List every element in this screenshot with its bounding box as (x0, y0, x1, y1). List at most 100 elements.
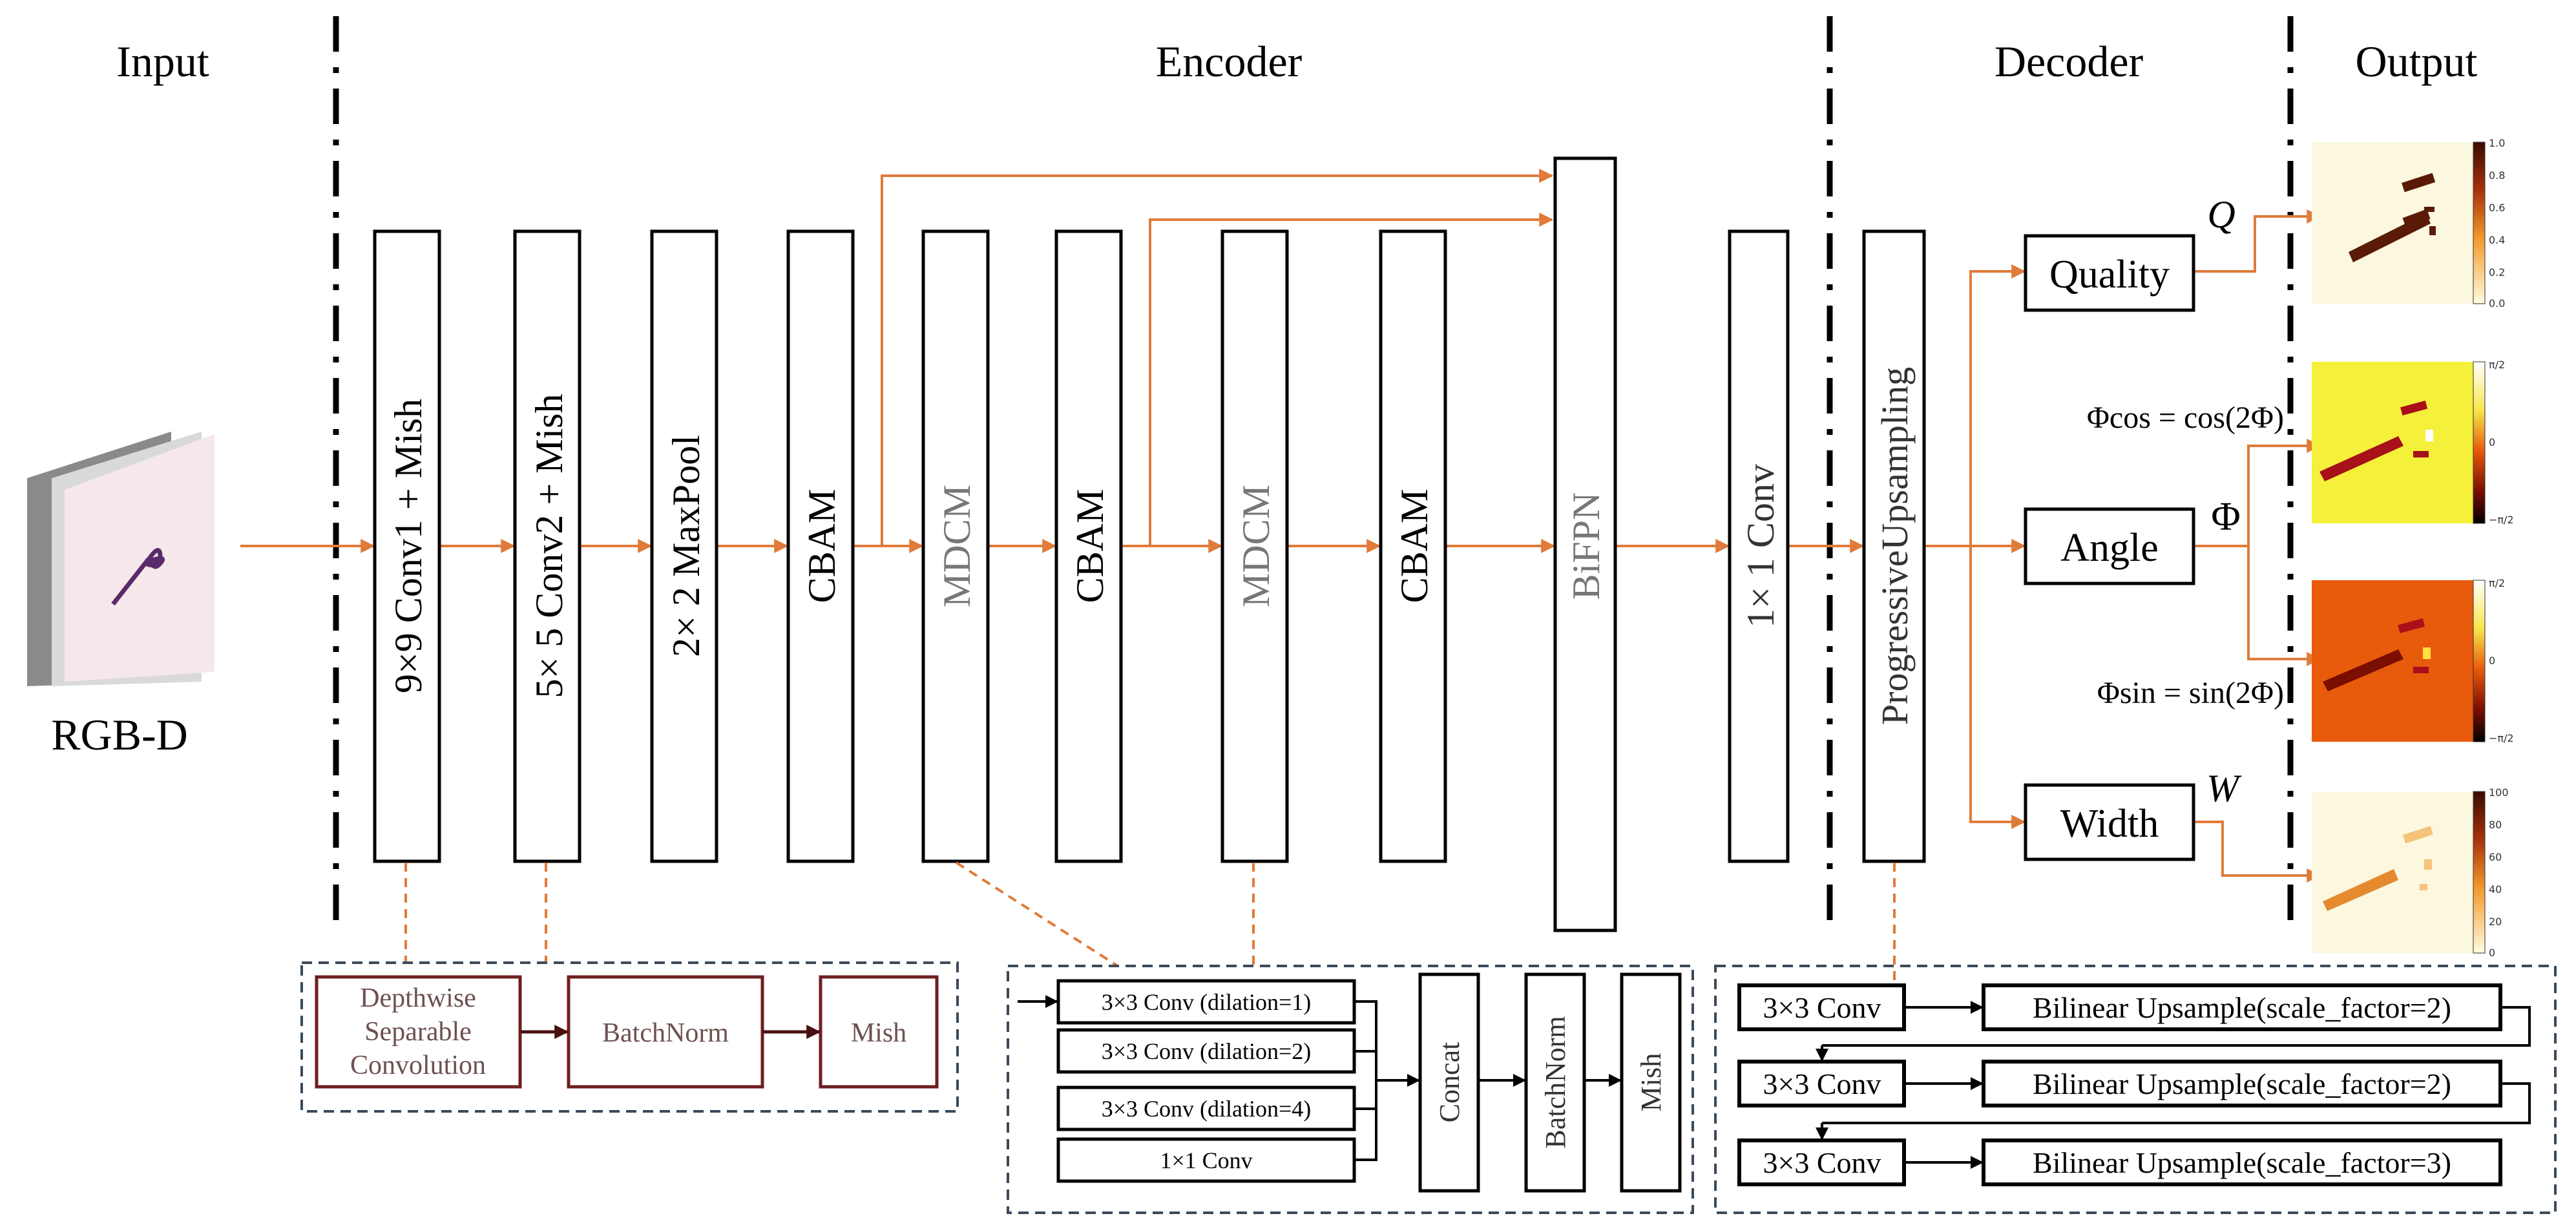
mdcm-batchnorm-box (1524, 972, 1586, 1193)
head-boxes (2024, 234, 2195, 861)
block-mdcm-1 (921, 229, 990, 863)
cb-quality-tick: 1.0 (2489, 137, 2505, 149)
cb-width-tick: 20 (2489, 916, 2502, 928)
section-input: Input (116, 37, 209, 86)
output-width-map (2312, 792, 2473, 953)
up-conv-1 (1737, 983, 1906, 1031)
symbol-w: W (2206, 767, 2242, 810)
label-mdcm-1: MDCM (936, 485, 978, 607)
detail-connectors (404, 861, 1896, 982)
block-maxpool (650, 229, 718, 863)
symbol-q: Q (2207, 193, 2235, 236)
label-conv2: 5× 5 Conv2 + Mish (528, 393, 571, 698)
cb-quality-tick: 0.6 (2489, 202, 2505, 214)
block-progressive-upsampling (1862, 229, 1926, 863)
up-conv-2-label: 3×3 Conv (1763, 1067, 1881, 1100)
section-encoder: Encoder (1156, 37, 1303, 86)
cb-width-tick: 40 (2489, 883, 2502, 896)
label-maxpool: 2× 2 MaxPool (665, 435, 707, 657)
block-cbam-1 (786, 229, 855, 863)
head-quality (2024, 234, 2195, 312)
label-progressive-upsampling: ProgressiveUpsampling (1874, 367, 1916, 725)
output-angle-sin-map (2312, 580, 2473, 742)
label-bifpn: BiFPN (1565, 492, 1607, 600)
mdcm-branch-1 (1056, 979, 1356, 1025)
block-cbam-2 (1054, 229, 1123, 863)
block-1x1-conv (1728, 229, 1790, 863)
cb-cos-tick: π/2 (2489, 359, 2505, 371)
up-conv-2 (1737, 1060, 1906, 1107)
cb-width-tick: 100 (2489, 786, 2509, 799)
block-mdcm-2 (1220, 229, 1289, 863)
dsc-line1: Depthwise (360, 983, 476, 1013)
colorbar-quality (2473, 142, 2486, 304)
label-1x1-conv: 1× 1 Conv (1739, 464, 1782, 628)
up-bilinear-2-label: Bilinear Upsample(scale_factor=2) (2033, 1067, 2451, 1100)
cb-quality-tick: 0.8 (2489, 169, 2505, 182)
up-conv-1-label: 3×3 Conv (1763, 991, 1881, 1024)
up-conv-3 (1737, 1138, 1906, 1186)
cb-width-tick: 0 (2489, 947, 2495, 959)
block-conv2 (513, 229, 581, 863)
up-bilinear-3-label: Bilinear Upsample(scale_factor=3) (2033, 1146, 2451, 1179)
head-angle-label: Angle (2060, 526, 2159, 570)
batchnorm-label: BatchNorm (602, 1018, 729, 1048)
batchnorm-box (567, 975, 764, 1089)
up-bilinear-2 (1982, 1060, 2502, 1107)
mdcm-detail-panel (1007, 965, 1694, 1214)
conv-detail-panel (300, 961, 959, 1113)
cb-quality-tick: 0.4 (2489, 234, 2505, 246)
mdcm-batchnorm-label: BatchNorm (1540, 1016, 1571, 1148)
main-flow-arrows (240, 169, 2321, 883)
section-dividers (333, 16, 2294, 930)
input-label: RGB-D (51, 710, 188, 759)
block-bifpn (1553, 156, 1617, 932)
up-conv-3-label: 3×3 Conv (1763, 1146, 1881, 1179)
mdcm-branch-2-label: 3×3 Conv (dilation=2) (1102, 1038, 1312, 1064)
mish-label: Mish (851, 1018, 906, 1048)
label-cbam-2: CBAM (1069, 489, 1111, 603)
dsc-line3: Convolution (350, 1051, 486, 1080)
section-decoder: Decoder (1995, 37, 2144, 86)
label-cbam-1: CBAM (801, 489, 843, 603)
cb-quality-tick: 0.2 (2489, 266, 2505, 278)
block-cbam-3 (1379, 229, 1447, 863)
label-mdcm-2: MDCM (1235, 485, 1277, 607)
cb-width-tick: 80 (2489, 819, 2502, 831)
mdcm-branch-3-label: 3×3 Conv (dilation=4) (1102, 1096, 1312, 1122)
symbol-phi: Φ (2211, 495, 2240, 539)
mdcm-branch-1-label: 3×3 Conv (dilation=1) (1102, 989, 1312, 1015)
head-angle (2024, 507, 2195, 585)
cb-cos-tick: −π/2 (2489, 514, 2514, 526)
label-conv1: 9×9 Conv1 + Mish (387, 399, 430, 693)
head-quality-label: Quality (2049, 253, 2170, 297)
mdcm-branch-4-label: 1×1 Conv (1160, 1148, 1252, 1173)
dsc-line2: Separable (364, 1017, 472, 1047)
cb-quality-tick: 0.0 (2489, 297, 2505, 309)
rgbd-input-image (27, 432, 215, 686)
cb-sin-tick: π/2 (2489, 577, 2505, 589)
cb-sin-tick: −π/2 (2489, 732, 2514, 744)
colorbar-angle-sin (2473, 580, 2486, 742)
label-cbam-3: CBAM (1393, 489, 1436, 603)
block-conv1 (373, 229, 441, 863)
mdcm-mish-box (1620, 972, 1682, 1193)
mdcm-branch-3 (1056, 1085, 1356, 1131)
head-width-label: Width (2060, 802, 2159, 846)
cb-width-tick: 60 (2489, 851, 2502, 863)
symbol-phi-sin: Φsin = sin(2Φ) (2097, 676, 2284, 710)
head-width (2024, 783, 2195, 861)
encoder-blocks (373, 156, 1926, 932)
mdcm-concat-label: Concat (1434, 1042, 1465, 1123)
cb-cos-tick: 0 (2489, 436, 2495, 448)
output-angle-cos-map (2312, 362, 2473, 523)
cb-sin-tick: 0 (2489, 655, 2495, 667)
symbol-phi-cos: Φcos = cos(2Φ) (2087, 401, 2284, 435)
upsampling-detail-panel (1714, 965, 2557, 1214)
output-quality-map (2312, 142, 2473, 304)
up-bilinear-3 (1982, 1138, 2502, 1186)
colorbar-width (2473, 791, 2486, 954)
depthwise-separable-conv-box (315, 975, 522, 1089)
colorbar-angle-cos (2473, 361, 2486, 524)
